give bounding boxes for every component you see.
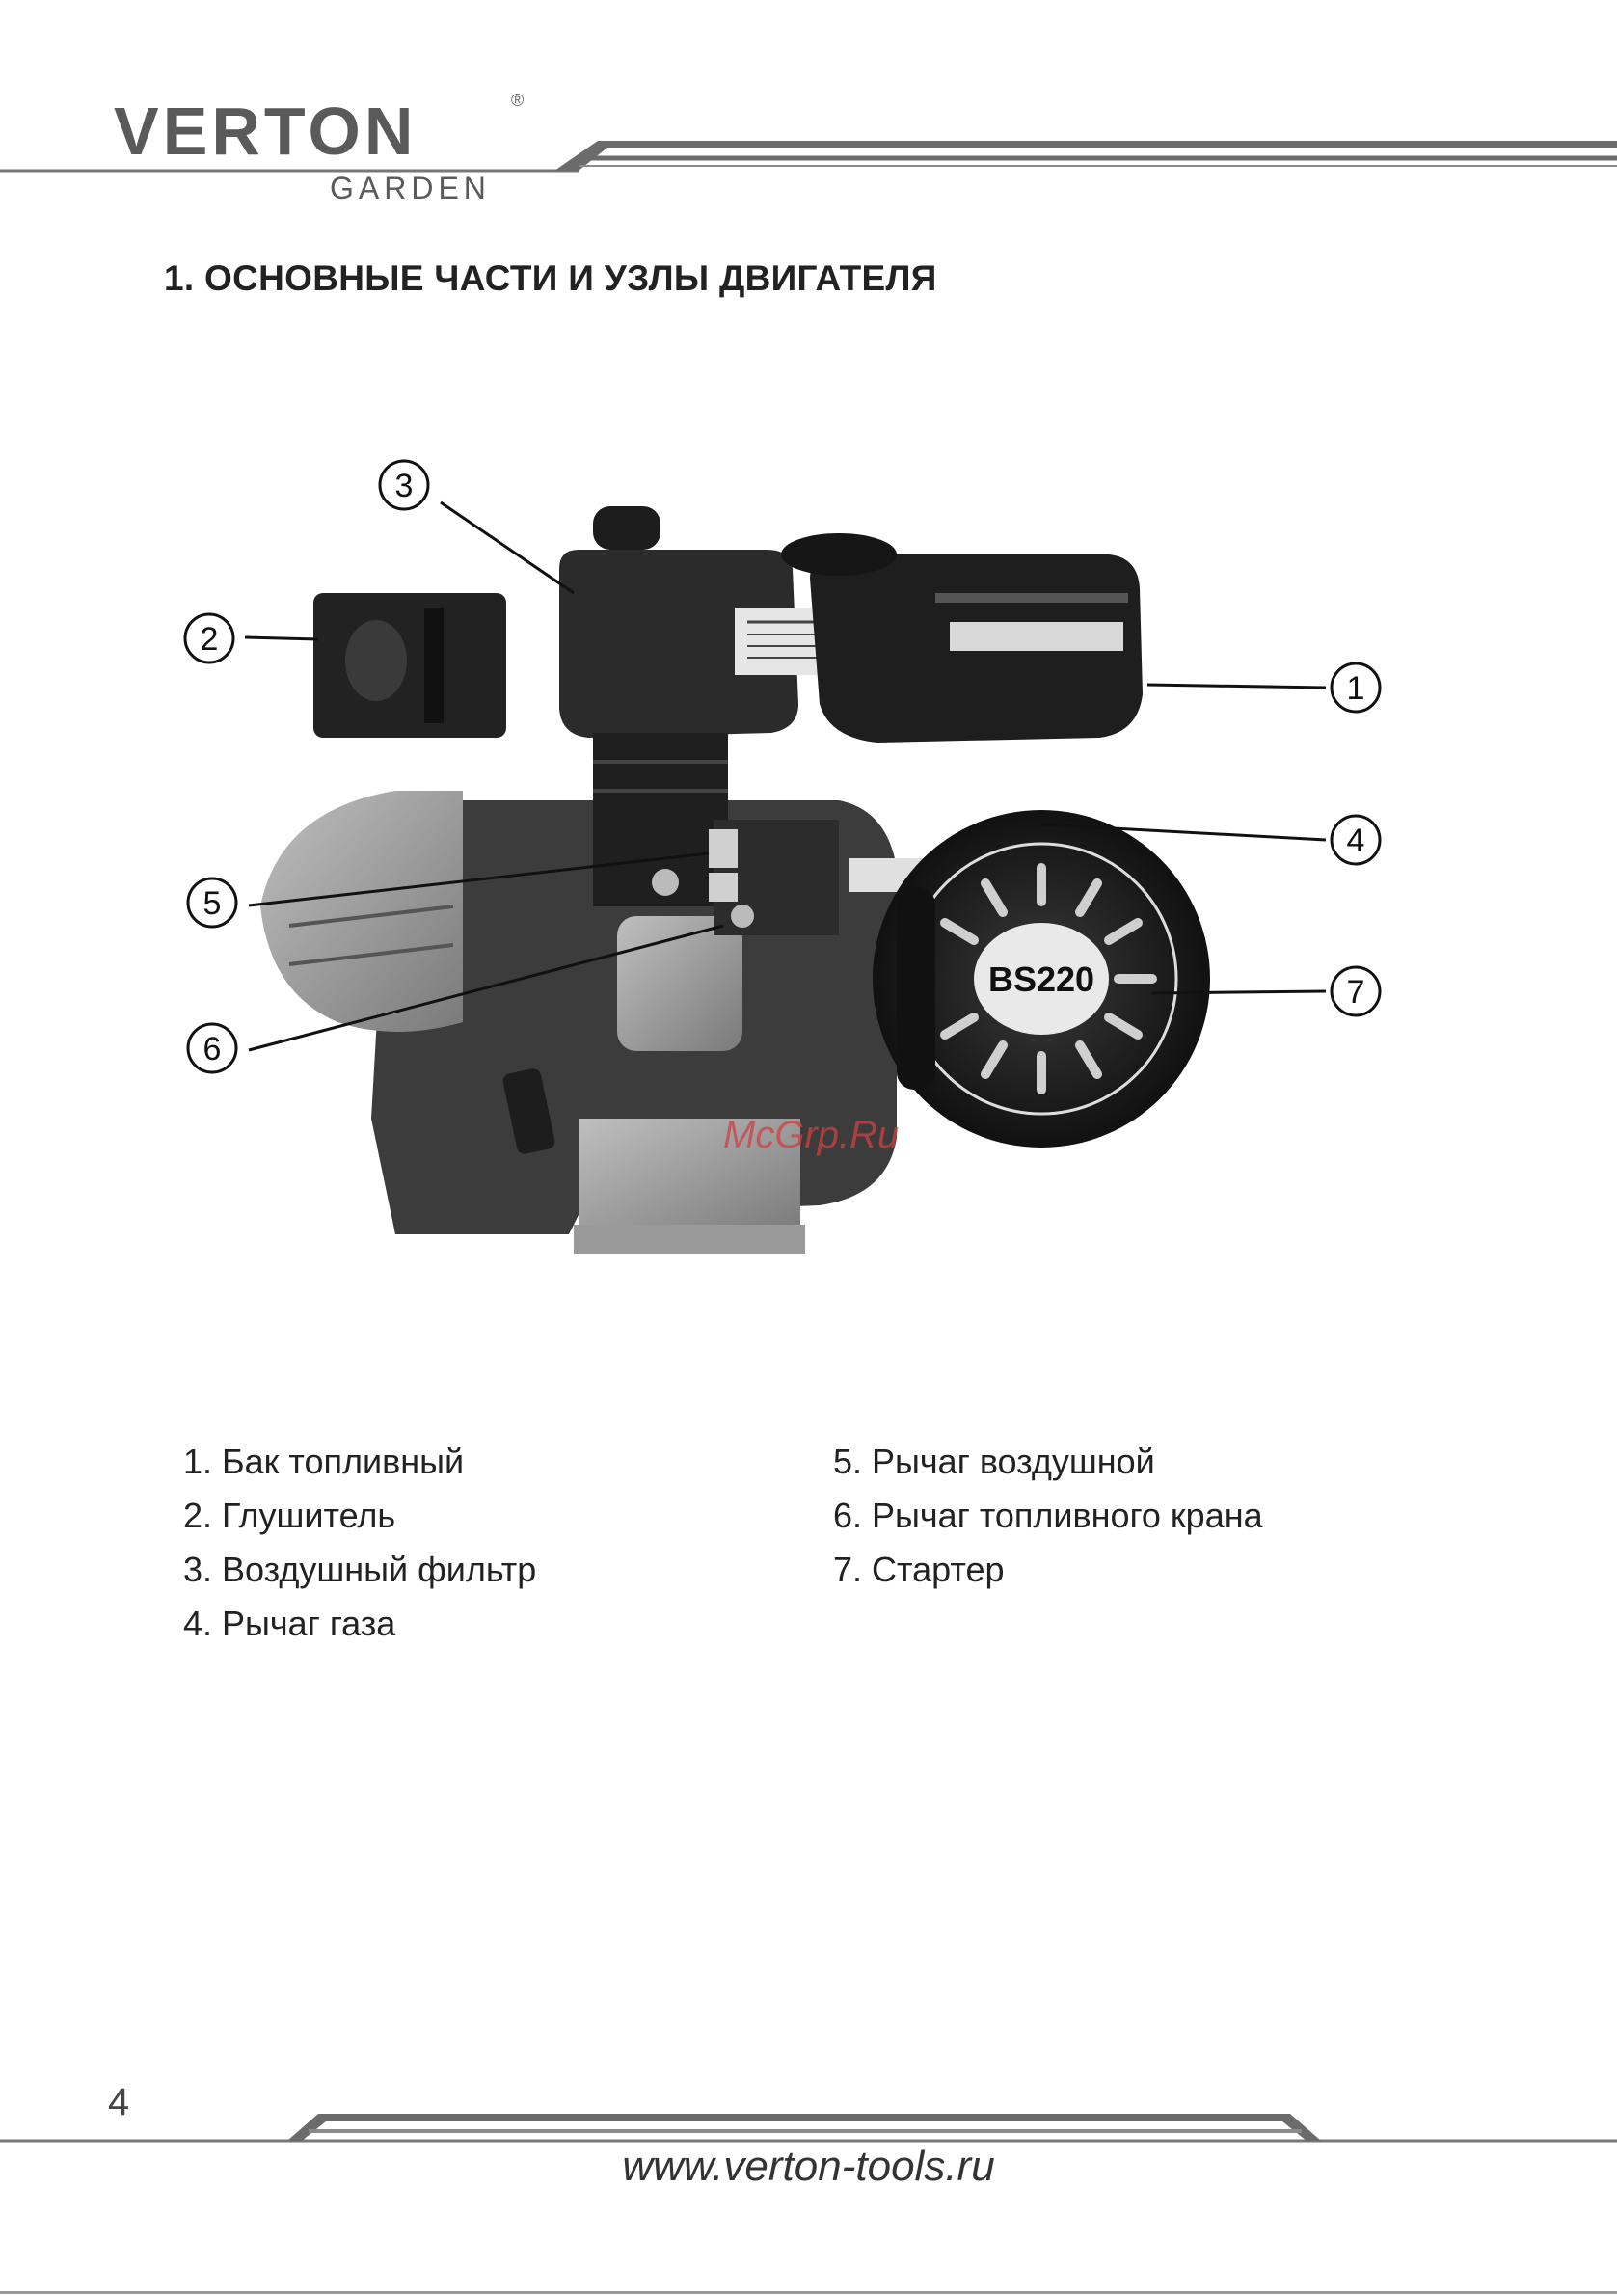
header-decorative-rule bbox=[0, 116, 1617, 212]
callout-4: 4 bbox=[1332, 816, 1380, 864]
parts-list-item: 2. Глушитель bbox=[183, 1489, 536, 1543]
callout-3-number: 3 bbox=[395, 468, 414, 504]
parts-list-item: 6. Рычаг топливного крана bbox=[833, 1489, 1263, 1543]
parts-list-item: 4. Рычаг газа bbox=[183, 1597, 536, 1651]
registered-mark: ® bbox=[511, 93, 524, 110]
callout-5-number: 5 bbox=[203, 885, 222, 922]
callout-6-number: 6 bbox=[203, 1031, 222, 1067]
callout-6: 6 bbox=[188, 1024, 236, 1072]
callout-2-number: 2 bbox=[201, 621, 219, 658]
callout-7-number: 7 bbox=[1347, 974, 1365, 1011]
parts-list-item: 1. Бак топливный bbox=[183, 1435, 536, 1489]
callout-5: 5 bbox=[188, 878, 236, 927]
mcgrp-watermark: McGrp.Ru bbox=[723, 1114, 899, 1156]
parts-list-item: 7. Стартер bbox=[833, 1543, 1263, 1597]
parts-list-right: 5. Рычаг воздушной 6. Рычаг топливного к… bbox=[833, 1435, 1263, 1597]
parts-list-item: 3. Воздушный фильтр bbox=[183, 1543, 536, 1597]
callout-1-number: 1 bbox=[1347, 670, 1365, 707]
section-title: 1. ОСНОВНЫЕ ЧАСТИ И УЗЛЫ ДВИГАТЕЛЯ bbox=[164, 258, 937, 299]
callout-1: 1 bbox=[1332, 663, 1380, 712]
footer-website-link[interactable]: www.verton-tools.ru bbox=[0, 2143, 1617, 2191]
parts-list-item: 5. Рычаг воздушной bbox=[833, 1435, 1263, 1489]
callout-7: 7 bbox=[1332, 967, 1380, 1015]
callout-4-number: 4 bbox=[1347, 823, 1365, 859]
engine-photo: BS220 McGrp.Ru bbox=[260, 506, 1210, 1254]
parts-list-left: 1. Бак топливный 2. Глушитель 3. Воздушн… bbox=[183, 1435, 536, 1651]
callout-2: 2 bbox=[185, 614, 233, 662]
engine-model-label: BS220 bbox=[988, 959, 1094, 999]
bottom-edge-line bbox=[0, 2291, 1617, 2294]
engine-parts-diagram: BS220 McGrp.Ru 1 2 3 4 5 6 bbox=[145, 444, 1398, 1283]
callout-3: 3 bbox=[380, 461, 428, 509]
